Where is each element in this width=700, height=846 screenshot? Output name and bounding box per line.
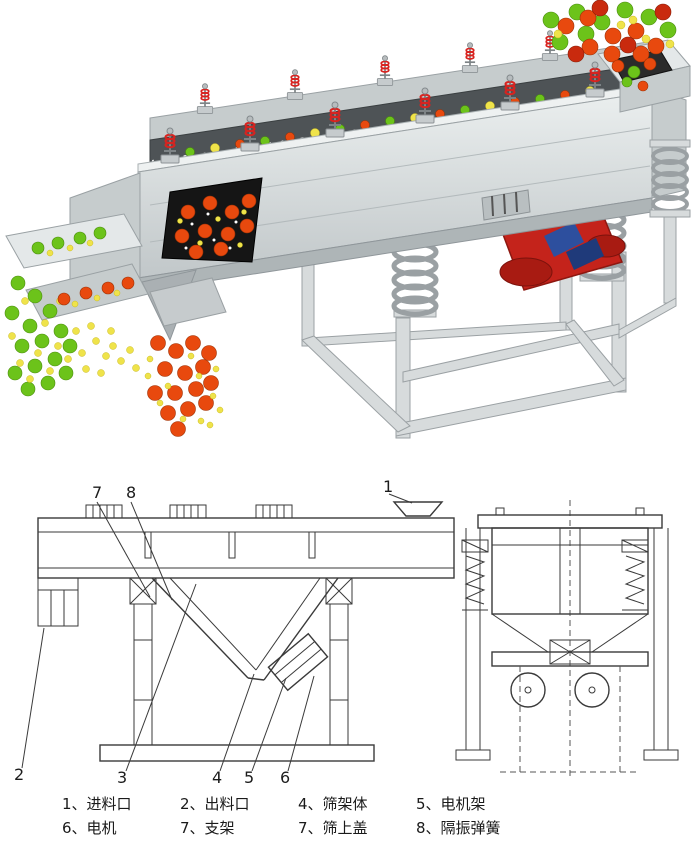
screen-body bbox=[5, 41, 687, 342]
upper-discharge-chute bbox=[5, 213, 143, 269]
base-outline bbox=[99, 744, 375, 762]
screen-top-covers bbox=[85, 504, 293, 519]
inlet-ball-cluster bbox=[542, 0, 677, 92]
spring-mounts bbox=[129, 577, 353, 745]
callout-2: 2 bbox=[14, 765, 24, 784]
front-view-drawing: 7 8 1 2 3 4 5 6 bbox=[14, 477, 455, 787]
side-view-drawing bbox=[455, 500, 679, 778]
legend-row-2: 6、电机 7、支架 7、筛上盖 8、隔振弹簧 bbox=[62, 816, 534, 840]
under-screen-spout bbox=[149, 277, 227, 327]
side-springs bbox=[461, 539, 649, 611]
motor-circle-left bbox=[510, 672, 546, 708]
motor-strap bbox=[544, 222, 584, 257]
legend-item: 5、电机架 bbox=[416, 795, 486, 813]
legend-row-1: 1、进料口 2、出料口 4、筛架体 5、电机架 bbox=[62, 792, 534, 816]
v-frame-outline bbox=[151, 577, 339, 681]
legend-item: 4、筛架体 bbox=[298, 795, 368, 813]
green-discharge-balls bbox=[4, 226, 140, 397]
feed-funnel-outline bbox=[392, 501, 444, 517]
discharge-outline bbox=[37, 577, 79, 627]
callout-3: 3 bbox=[117, 768, 127, 787]
callout-1: 1 bbox=[383, 477, 393, 496]
motor-circle-right bbox=[574, 672, 610, 708]
legend-item: 7、支架 bbox=[180, 819, 235, 837]
rear-spring bbox=[618, 139, 691, 339]
legend-item: 2、出料口 bbox=[180, 795, 250, 813]
support-frame bbox=[301, 217, 627, 439]
product-render bbox=[4, 0, 691, 439]
control-box bbox=[481, 189, 531, 221]
callout-6: 6 bbox=[280, 768, 290, 787]
screen-panel-balls bbox=[161, 177, 263, 263]
callout-8: 8 bbox=[126, 483, 136, 502]
motor-outline bbox=[267, 632, 329, 692]
callout-labels: 7 8 1 2 3 4 5 6 bbox=[14, 477, 413, 787]
legend-item: 7、筛上盖 bbox=[298, 819, 368, 837]
legend-item: 8、隔振弹簧 bbox=[416, 819, 501, 837]
callout-7: 7 bbox=[92, 483, 102, 502]
callout-5: 5 bbox=[244, 768, 254, 787]
legend-item: 6、电机 bbox=[62, 819, 117, 837]
figure-canvas: 7 8 1 2 3 4 5 6 bbox=[4, 0, 691, 787]
callout-4: 4 bbox=[212, 768, 222, 787]
legend-item: 1、进料口 bbox=[62, 795, 132, 813]
orange-discharge-balls bbox=[57, 276, 224, 437]
legend: 1、进料口 2、出料口 4、筛架体 5、电机架 6、电机 7、支架 7、筛上盖 … bbox=[62, 792, 534, 840]
